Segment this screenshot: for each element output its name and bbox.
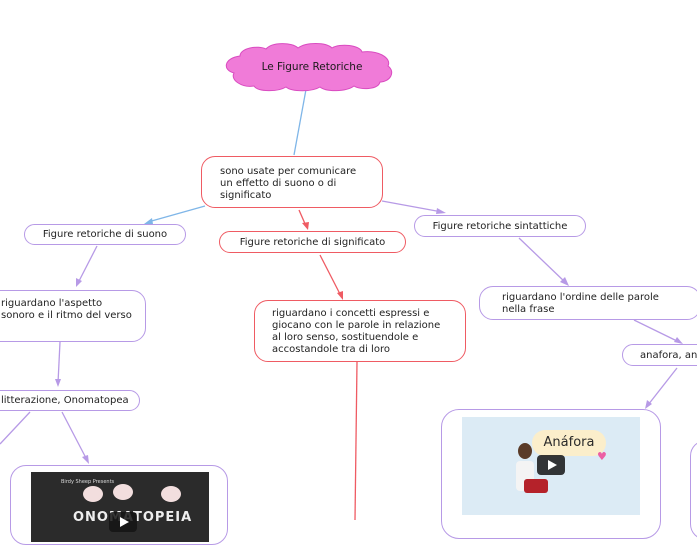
syntax-examples-label: anafora, an bbox=[640, 350, 697, 361]
syntax-video-node[interactable]: Anáfora ♥ bbox=[441, 409, 661, 539]
syntax-desc-node[interactable]: riguardano l'ordine delle parole nella f… bbox=[479, 286, 697, 320]
edge-examples-left bbox=[0, 411, 31, 445]
meaning-desc-line-2: giocano con le parole in relazione bbox=[272, 320, 441, 331]
edge-sound-desc bbox=[77, 245, 98, 284]
branch-syntax-label: Figure retoriche sintattiche bbox=[432, 221, 568, 232]
edge-examples-video bbox=[61, 411, 88, 461]
offscreen-node-right[interactable] bbox=[690, 440, 697, 540]
root-node[interactable]: Le Figure Retoriche bbox=[225, 43, 393, 92]
edge-syntax-examples bbox=[633, 319, 680, 343]
onomatopeia-video-thumbnail[interactable]: Birdy Sheep Presents ONOMATOPEIA bbox=[31, 472, 209, 542]
edge-sound-examples bbox=[57, 341, 61, 384]
girl-figure-skirt bbox=[524, 479, 548, 493]
meaning-desc-line-4: accostandole tra di loro bbox=[272, 344, 390, 355]
edge-center-sound bbox=[147, 205, 206, 223]
root-label: Le Figure Retoriche bbox=[262, 61, 363, 73]
edge-meaning-desc bbox=[319, 254, 342, 297]
arrowhead-syntax-desc bbox=[560, 277, 569, 286]
branch-syntax-node[interactable]: Figure retoriche sintattiche bbox=[414, 215, 586, 237]
branch-sound-label: Figure retoriche di suono bbox=[42, 229, 168, 240]
edge-center-syntax bbox=[381, 200, 443, 213]
girl-figure-head bbox=[518, 443, 532, 459]
edge-syntax-video bbox=[647, 367, 678, 406]
center-line-1: sono usate per comunicare bbox=[220, 166, 357, 177]
edge-meaning-down bbox=[354, 361, 358, 520]
heart-icon: ♥ bbox=[597, 450, 607, 463]
sheep-icon-3 bbox=[161, 486, 181, 502]
branch-meaning-label: Figure retoriche di significato bbox=[239, 237, 386, 248]
video-header-text: Birdy Sheep Presents bbox=[61, 479, 115, 485]
sheep-icon-2 bbox=[113, 484, 133, 500]
branch-sound-node[interactable]: Figure retoriche di suono bbox=[24, 224, 186, 245]
edge-syntax-desc bbox=[518, 237, 567, 284]
arrowhead-syntax-examples bbox=[674, 337, 683, 344]
sound-desc-line-2: sonoro e il ritmo del verso bbox=[1, 310, 132, 321]
center-line-2: un effetto di suono o di bbox=[220, 178, 337, 189]
play-icon[interactable] bbox=[537, 455, 565, 475]
sound-examples-label: litterazione, Onomatopea bbox=[1, 395, 129, 406]
syntax-desc-line-1: riguardano l'ordine delle parole bbox=[502, 292, 659, 303]
arrowhead-sound-examples bbox=[55, 379, 61, 387]
syntax-desc-line-2: nella frase bbox=[502, 304, 555, 315]
arrowhead-syntax-video bbox=[645, 400, 652, 409]
branch-meaning-node[interactable]: Figure retoriche di significato bbox=[219, 231, 406, 253]
arrowhead-meaning-desc bbox=[337, 291, 343, 300]
syntax-examples-node[interactable]: anafora, an bbox=[622, 344, 697, 366]
meaning-desc-node[interactable]: riguardano i concetti espressi e giocano… bbox=[254, 300, 466, 362]
edge-center-root bbox=[293, 83, 308, 156]
sound-video-node[interactable]: Birdy Sheep Presents ONOMATOPEIA bbox=[10, 465, 228, 545]
meaning-desc-line-3: al loro senso, sostituendole e bbox=[272, 332, 419, 343]
arrowhead-meaning bbox=[302, 222, 309, 230]
meaning-desc-line-1: riguardano i concetti espressi e bbox=[272, 308, 430, 319]
arrowhead-sound bbox=[144, 218, 153, 224]
anafora-video-thumbnail[interactable]: Anáfora ♥ bbox=[462, 417, 640, 515]
arrowhead-sound-desc bbox=[76, 278, 82, 287]
center-line-3: significato bbox=[220, 190, 272, 201]
sound-examples-node[interactable]: litterazione, Onomatopea bbox=[0, 390, 140, 411]
sheep-icon-1 bbox=[83, 486, 103, 502]
sound-desc-node[interactable]: riguardano l'aspetto sonoro e il ritmo d… bbox=[0, 290, 146, 342]
root-cloud-shape bbox=[225, 43, 393, 92]
center-node[interactable]: sono usate per comunicare un effetto di … bbox=[201, 156, 383, 208]
anafora-title: Anáfora bbox=[532, 430, 606, 456]
mind-map-canvas: Le Figure Retoriche bbox=[0, 43, 683, 520]
arrowhead-video bbox=[82, 455, 89, 464]
sound-desc-line-1: riguardano l'aspetto bbox=[1, 298, 103, 309]
play-icon[interactable] bbox=[109, 512, 137, 532]
arrowhead-syntax bbox=[436, 208, 446, 214]
